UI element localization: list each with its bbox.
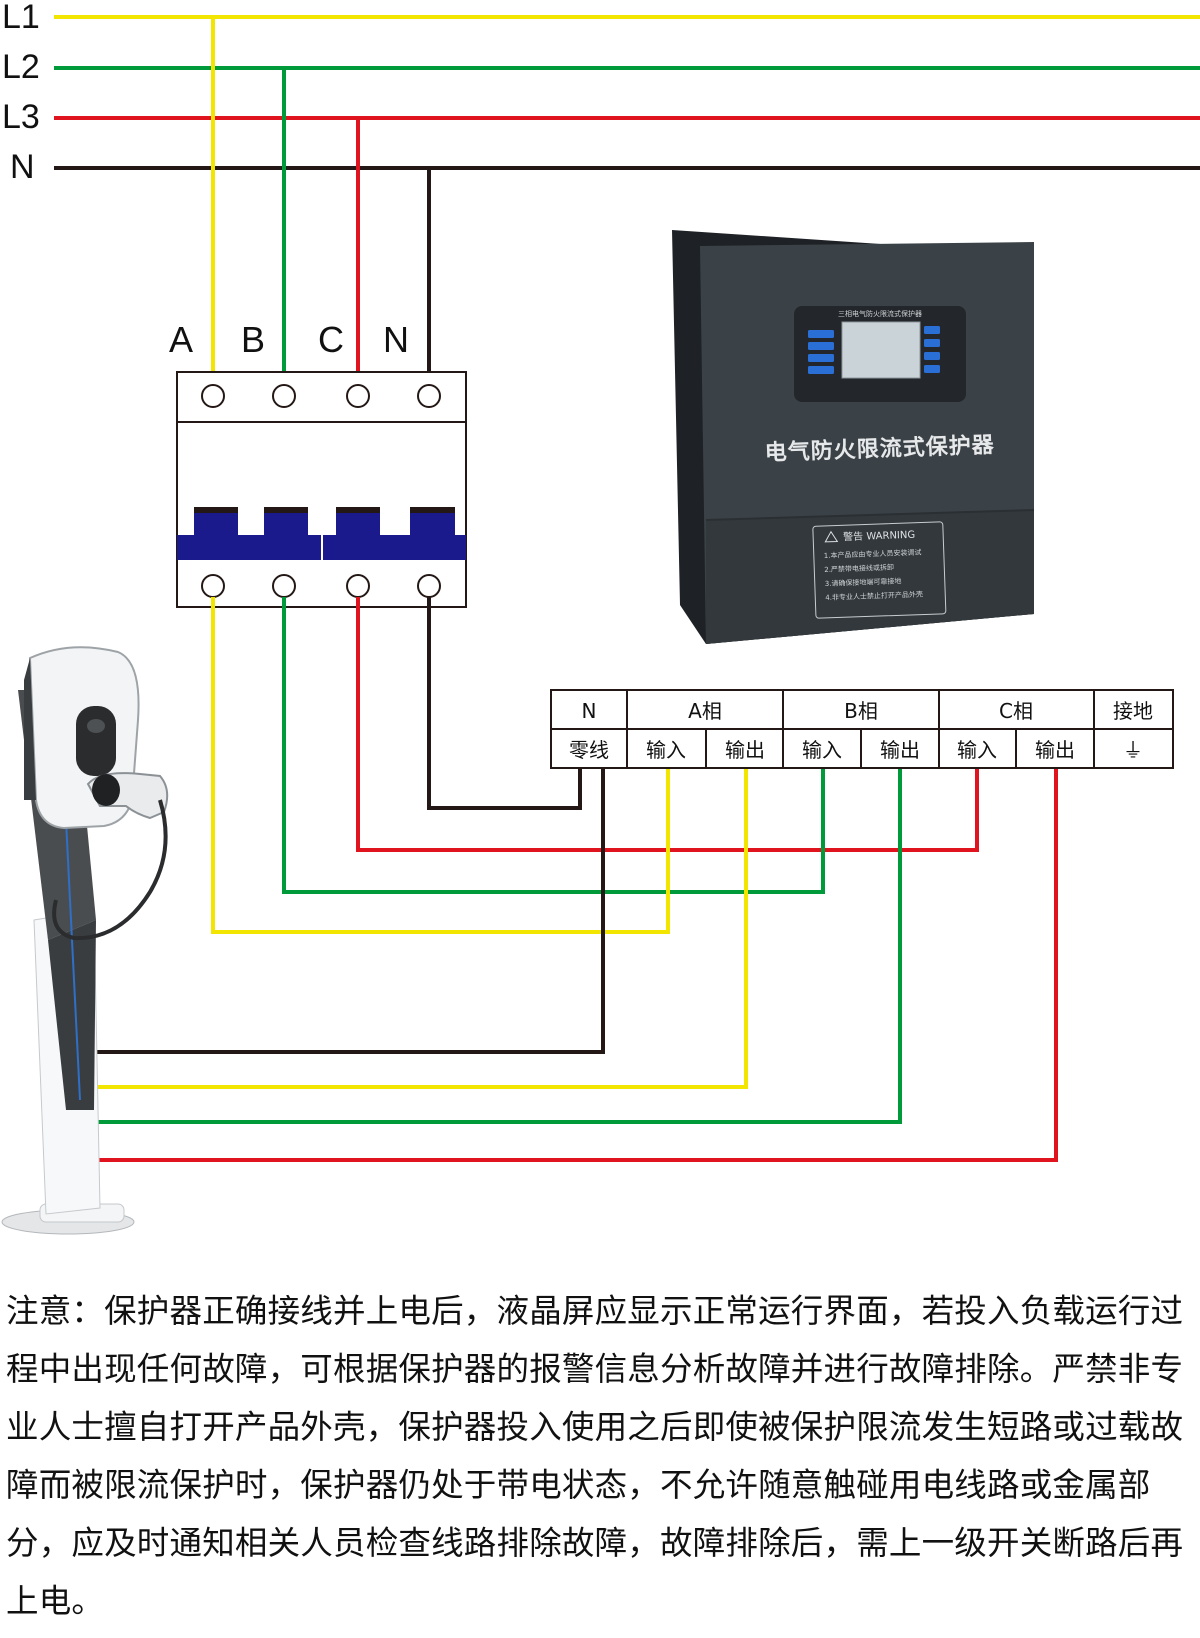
charger-column-lower: [48, 920, 96, 1110]
breaker-terminal-top-n[interactable]: [417, 384, 441, 408]
handle-cap-n: [410, 507, 455, 513]
display-caption: 三相电气防火限流式保护器: [838, 309, 922, 318]
left-button-2[interactable]: [808, 342, 834, 350]
breaker-terminal-top-a[interactable]: [201, 384, 225, 408]
bus-label-l2: L2: [2, 48, 40, 86]
pole-label-b: B: [241, 319, 265, 360]
wire-n-breaker-to-neutral: [427, 597, 582, 810]
wire-a-output-to-charger: [95, 768, 748, 1089]
breaker-terminal-top-c[interactable]: [346, 384, 370, 408]
wire-c-output-to-charger: [95, 768, 1058, 1162]
warning-triangle-icon: [824, 530, 839, 543]
tb-header-n: N: [582, 699, 597, 723]
terminal-block: N A相 B相 C相 接地 零线 输入 输出 输入 输出 输入 输出 ⏚: [550, 689, 1174, 769]
protector-to-charger-wires: [95, 768, 1058, 1162]
bus-label-l3: L3: [2, 98, 40, 136]
handle-cap-a: [194, 507, 238, 513]
tb-cell-neutral[interactable]: 零线: [569, 738, 609, 762]
pole-label-a: A: [169, 319, 193, 360]
ground-icon[interactable]: ⏚: [1123, 738, 1143, 762]
charger-indicator: [87, 719, 105, 733]
lcd-screen: [841, 321, 921, 379]
tb-cell-c-input[interactable]: 输入: [957, 738, 997, 762]
left-button-3[interactable]: [808, 354, 834, 362]
warning-frame: [812, 521, 947, 619]
handle-cap-b: [264, 507, 308, 513]
warning-line: 2.严禁带电接线或拆卸: [824, 563, 894, 574]
warning-line: 4.非专业人士禁止打开产品外壳: [825, 590, 923, 602]
circuit-breaker: A B C N: [169, 319, 467, 608]
warning-title: 警告 WARNING: [843, 528, 915, 544]
handle-cap-c: [336, 507, 380, 513]
bus-to-breaker-wires: [211, 17, 431, 390]
breaker-body: [176, 371, 467, 608]
left-button-4[interactable]: [808, 366, 834, 374]
tb-cell-b-output[interactable]: 输出: [880, 738, 920, 762]
wire-b-output-to-charger: [95, 768, 902, 1124]
protector-panel-seam: [705, 509, 1035, 521]
tb-header-c: C相: [999, 699, 1033, 723]
charger-head-side: [24, 658, 36, 800]
right-button-3[interactable]: [924, 352, 940, 360]
breaker-to-protector-wires: [211, 597, 979, 934]
warning-line: 1.本产品应由专业人员安装调试: [824, 548, 922, 560]
protector-device: 三相电气防火限流式保护器 电气防火限流式保护器 警告 WARNING 1.本产品…: [672, 230, 1035, 644]
wire-neutral-to-charger: [95, 768, 605, 1054]
charger-led-strip: [63, 779, 81, 1101]
tb-header-b: B相: [844, 699, 878, 723]
bus-label-l1: L1: [2, 0, 40, 36]
right-button-1[interactable]: [924, 326, 940, 334]
breaker-terminal-top-b[interactable]: [272, 384, 296, 408]
tb-cell-a-input[interactable]: 输入: [646, 738, 686, 762]
tb-header-a: A相: [688, 699, 722, 723]
left-button-1[interactable]: [808, 330, 834, 338]
installation-note: 注意：保护器正确接线并上电后，液晶屏应显示正常运行界面，若投入负载运行过程中出现…: [6, 1292, 1184, 1620]
breaker-terminal-bottom-n[interactable]: [417, 574, 441, 598]
bus-label-n: N: [10, 148, 35, 186]
tb-cell-a-output[interactable]: 输出: [725, 738, 765, 762]
charger-socket: [76, 706, 116, 776]
right-button-2[interactable]: [924, 339, 940, 347]
warning-label: 警告 WARNING 1.本产品应由专业人员安装调试 2.严禁带电接线或拆卸 3…: [812, 521, 947, 619]
wiring-diagram: L1 L2 L3 N A B C N: [1, 0, 1200, 1235]
protector-lower-panel: [706, 510, 1034, 644]
tb-cell-c-output[interactable]: 输出: [1035, 738, 1075, 762]
ev-charger: [1, 646, 169, 1235]
breaker-terminal-bottom-a[interactable]: [201, 574, 225, 598]
wire-a-breaker-to-a-input: [211, 597, 670, 934]
right-button-4[interactable]: [924, 365, 940, 373]
breaker-terminal-bottom-b[interactable]: [272, 574, 296, 598]
plug-grip: [92, 774, 120, 806]
breaker-terminal-bottom-c[interactable]: [346, 574, 370, 598]
warning-line: 3.请确保接地端可靠接地: [825, 576, 902, 588]
tb-header-ground: 接地: [1113, 699, 1153, 723]
pole-label-n: N: [383, 319, 409, 360]
pole-label-c: C: [318, 319, 344, 360]
tb-cell-b-input[interactable]: 输入: [802, 738, 842, 762]
charger-cable: [52, 799, 168, 941]
bus-lines: L1 L2 L3 N: [2, 0, 1200, 186]
wire-b-breaker-to-b-input: [282, 597, 825, 894]
